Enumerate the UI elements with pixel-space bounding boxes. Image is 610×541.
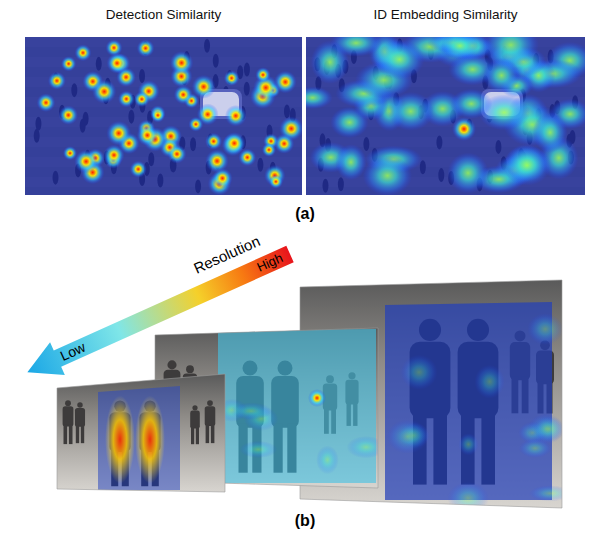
heat-blob: [107, 53, 128, 74]
heat-blob: [347, 436, 386, 458]
heat-blob: [483, 58, 520, 93]
heat-blob: [363, 155, 412, 195]
person-leg: [64, 425, 68, 444]
heat-blob: [192, 75, 216, 99]
heat-blob: [269, 174, 283, 188]
heat-blob: [135, 396, 165, 484]
panel-heading: Detection Similarity: [25, 6, 302, 24]
heat-blob: [205, 133, 222, 150]
heat-blob: [401, 355, 438, 390]
heat-blob: [59, 105, 79, 125]
heatmap-overlay: [385, 302, 552, 500]
heat-blob: [375, 40, 425, 80]
heat-blob: [223, 132, 245, 154]
heat-blob: [255, 67, 270, 82]
resolution-arrow: [20, 238, 297, 389]
heat-blob: [450, 89, 492, 119]
person-leg: [76, 425, 79, 443]
person-head: [192, 405, 197, 410]
heat-blob: [167, 144, 186, 163]
heat-blob: [533, 416, 564, 442]
heat-blob: [74, 44, 91, 61]
heat-blob: [447, 153, 488, 194]
heat-blob: [527, 313, 563, 345]
street-photo: [25, 37, 302, 195]
heat-blob: [447, 482, 488, 514]
heat-blob: [274, 134, 294, 154]
panel-heading: ID Embedding Similarity: [306, 6, 585, 24]
person-body: [190, 411, 200, 429]
heat-blob: [103, 144, 124, 165]
heat-blob: [388, 92, 434, 131]
heat-blob: [316, 445, 339, 474]
heat-blob: [118, 90, 135, 107]
person-body: [63, 406, 74, 426]
heat-blob: [212, 168, 232, 188]
heat-blob: [225, 105, 247, 127]
subfigure-label: (a): [295, 205, 315, 223]
heat-blob: [74, 150, 98, 174]
heat-blob: [452, 117, 476, 141]
heatmap-overlay: [98, 386, 180, 490]
person-head: [65, 400, 71, 406]
person-body: [75, 408, 85, 427]
heat-blob: [174, 85, 193, 104]
heatmap-panel: ID Embedding Similarity: [306, 6, 585, 195]
heat-blob: [188, 117, 203, 132]
person-leg: [196, 427, 199, 444]
heat-blob: [61, 56, 76, 71]
heat-blob: [306, 86, 333, 109]
heat-blob: [134, 91, 150, 107]
resolution-frame: [57, 374, 225, 492]
heat-blob: [458, 433, 478, 455]
axis-end-label: High: [255, 251, 285, 275]
axis-label: Resolution: [191, 233, 262, 277]
heatmap-overlay: [25, 37, 302, 195]
heat-blob: [105, 396, 135, 484]
heat-blob: [262, 143, 276, 157]
person-body: [205, 406, 216, 426]
heat-blob: [137, 39, 155, 57]
heat-blob: [170, 51, 194, 75]
heat-blob: [533, 112, 568, 153]
person-head: [207, 400, 213, 406]
heat-blob: [151, 108, 166, 123]
person-leg: [69, 425, 73, 444]
heat-blob: [387, 419, 429, 453]
person-leg: [81, 425, 84, 443]
heatmap-panel: Detection Similarity: [25, 6, 302, 195]
person-leg: [211, 424, 215, 443]
subfigure-label: (b): [295, 512, 315, 530]
heat-blob: [137, 125, 158, 146]
heat-blob: [335, 144, 366, 180]
heat-blob: [224, 70, 240, 86]
heat-blob: [529, 485, 571, 501]
heat-blob: [308, 389, 326, 407]
heatmap-panel: [25, 37, 302, 195]
heatmap-panel: [306, 37, 585, 195]
person-leg: [191, 427, 194, 444]
heat-blob: [106, 121, 131, 146]
heat-blob: [311, 40, 349, 83]
heat-blob: [239, 441, 277, 458]
street-photo: [57, 374, 225, 492]
heatmap-overlay: [218, 329, 376, 483]
heat-blob: [230, 403, 272, 420]
person-head: [167, 360, 176, 369]
heat-blob: [48, 72, 66, 90]
heat-blob: [37, 93, 56, 112]
heat-blob: [92, 79, 116, 103]
person-head: [186, 365, 194, 373]
frame-edge: [57, 374, 225, 492]
heat-blob: [474, 365, 504, 399]
person-leg: [206, 424, 210, 443]
heat-blob: [130, 161, 147, 178]
axis-end-label: Low: [58, 339, 88, 364]
heat-blob: [441, 37, 479, 60]
person-head: [77, 402, 82, 407]
